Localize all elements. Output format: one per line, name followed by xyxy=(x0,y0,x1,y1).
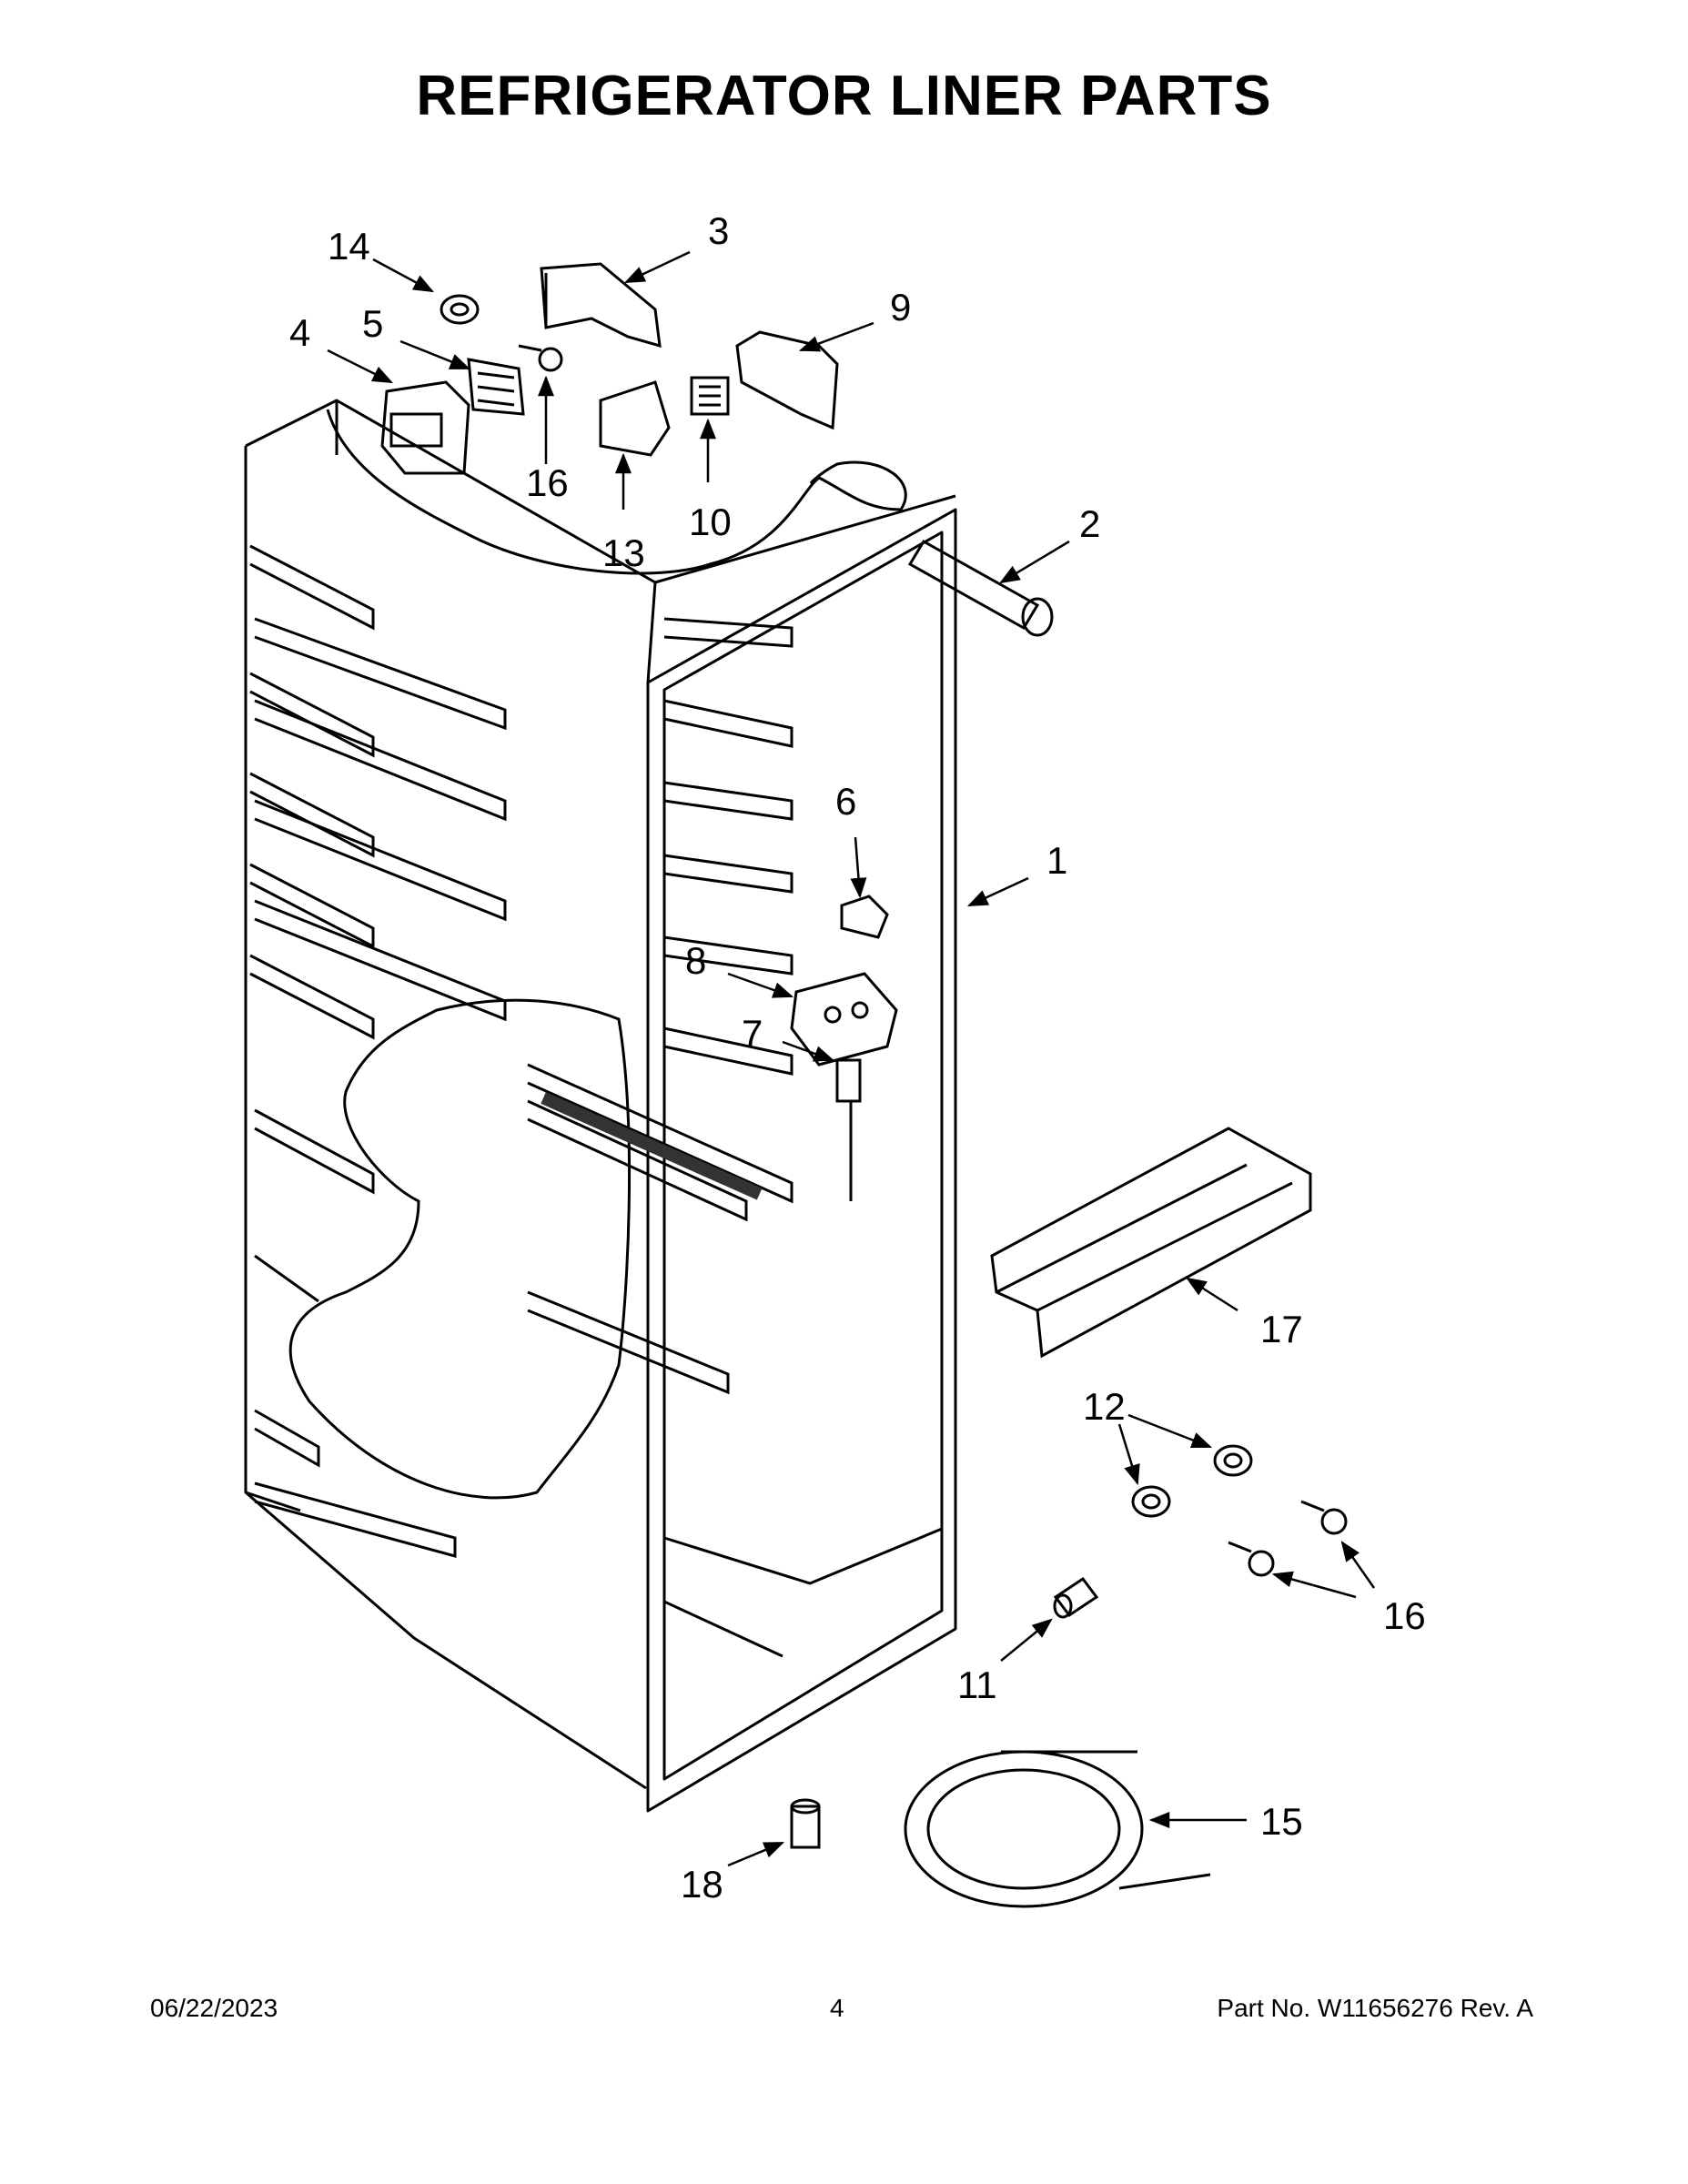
callout-2: 2 xyxy=(1079,502,1100,545)
leader-arrows xyxy=(327,250,1376,1867)
callout-3: 3 xyxy=(708,209,729,252)
shelf-ribs xyxy=(249,544,793,1558)
part-17-rail xyxy=(990,1127,1312,1359)
part-14-cap xyxy=(440,294,480,325)
part-16-pin-top xyxy=(518,344,563,372)
callout-13: 13 xyxy=(602,531,645,574)
footer-date: 06/22/2023 xyxy=(150,1994,278,2022)
callout-4: 4 xyxy=(289,311,310,354)
page-title: REFRIGERATOR LINER PARTS xyxy=(416,65,1272,127)
liner-side-cutout xyxy=(288,998,632,1500)
callout-9: 9 xyxy=(890,286,911,329)
callout-6: 6 xyxy=(835,780,856,823)
rail-hatched xyxy=(541,1092,763,1200)
liner-body xyxy=(244,399,957,1813)
part-11-fitting xyxy=(1053,1576,1099,1619)
part-9-housing xyxy=(735,330,839,430)
part-7-probe xyxy=(835,1058,862,1201)
part-12-caps xyxy=(1131,1444,1253,1518)
callout-5: 5 xyxy=(362,302,383,345)
callout-17: 17 xyxy=(1260,1308,1303,1350)
footer-part-number: Part No. W11656276 Rev. A xyxy=(1217,1994,1533,2022)
callout-10: 10 xyxy=(689,500,732,543)
part-13-cover xyxy=(599,380,671,457)
callout-16-right: 16 xyxy=(1383,1594,1426,1637)
part-4-module xyxy=(380,380,470,475)
part-5-connector xyxy=(467,358,525,416)
part-15-tubing xyxy=(904,1750,1211,1908)
callout-16-top: 16 xyxy=(526,461,569,504)
callout-8: 8 xyxy=(685,939,706,982)
callout-18: 18 xyxy=(681,1863,723,1906)
footer-page-number: 4 xyxy=(830,1994,844,2022)
callout-14: 14 xyxy=(328,225,370,268)
liner-top-cutout xyxy=(326,409,907,575)
part-16-pins-right xyxy=(1228,1500,1348,1577)
callout-1: 1 xyxy=(1046,839,1067,882)
callout-15: 15 xyxy=(1260,1800,1303,1843)
callout-7: 7 xyxy=(742,1012,763,1055)
part-3-bracket xyxy=(540,262,662,349)
part-2-filter xyxy=(907,539,1054,637)
part-6-clip xyxy=(840,895,889,939)
callout-11: 11 xyxy=(957,1663,997,1706)
part-10-plate xyxy=(690,376,730,416)
part-18-plug xyxy=(790,1798,821,1849)
callout-12: 12 xyxy=(1083,1385,1126,1428)
part-8-light-housing xyxy=(790,972,898,1067)
